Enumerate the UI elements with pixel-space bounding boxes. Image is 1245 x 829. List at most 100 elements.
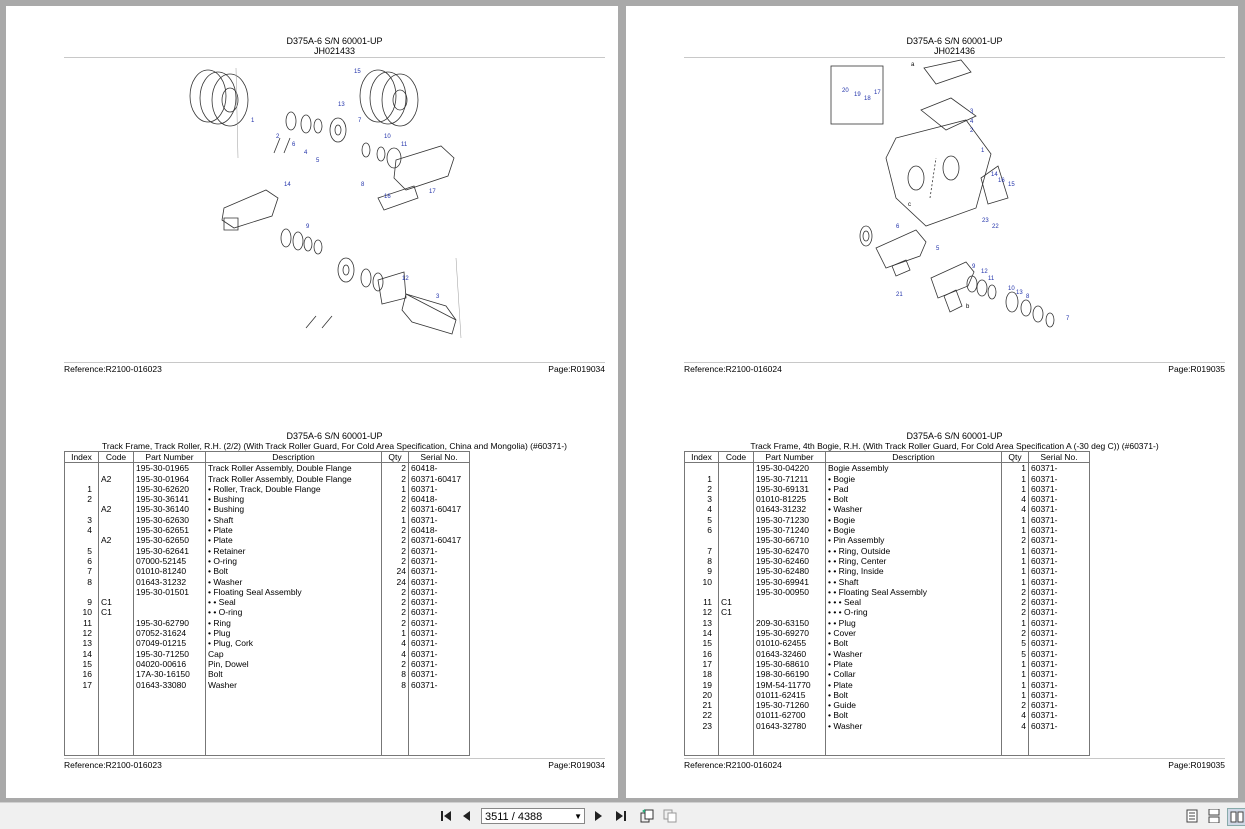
cell-part-number: 195-30-62470	[753, 545, 826, 556]
cell-index: 23	[684, 720, 719, 732]
cell-serial-no: 60371-	[1028, 669, 1090, 680]
cell-index: 11	[64, 617, 99, 629]
cell-qty: 1	[1001, 617, 1029, 629]
first-page-icon[interactable]	[438, 808, 454, 824]
cell-part-number: 07049-01215	[133, 638, 206, 649]
cell-code	[98, 483, 134, 495]
callout-a: a	[911, 62, 915, 68]
cell-qty: 2	[381, 555, 409, 567]
cell-index: 9	[684, 566, 719, 577]
cell-description: Washer	[205, 679, 382, 690]
prev-page-icon[interactable]	[459, 808, 473, 824]
cell-part-number: 01643-32460	[753, 648, 826, 659]
cell-serial-no: 60371-	[1028, 494, 1090, 505]
cell-serial-no: 60371-	[1028, 462, 1090, 474]
header-rule	[684, 57, 1225, 58]
cell-code	[718, 545, 754, 556]
cell-part-number: 195-30-01964	[133, 473, 206, 484]
cell-index	[64, 586, 99, 598]
cell-part-number	[133, 597, 206, 608]
cell-qty: 4	[1001, 494, 1029, 505]
cell-empty	[133, 689, 206, 757]
cell-qty: 5	[1001, 638, 1029, 649]
continuous-icon[interactable]	[1206, 808, 1222, 824]
cell-index: 3	[64, 514, 99, 526]
callout-12: 12	[402, 276, 409, 282]
two-page-icon[interactable]	[1227, 808, 1245, 826]
cell-serial-no: 60371-	[1028, 648, 1090, 659]
cell-index: 12	[64, 628, 99, 639]
cell-code	[718, 566, 754, 577]
cell-qty: 1	[381, 628, 409, 639]
callout-2: 2	[276, 134, 280, 140]
column-header-serial-no: Serial No.	[408, 450, 470, 464]
cell-serial-no: 60371-	[1028, 576, 1090, 587]
cell-qty: 1	[1001, 679, 1029, 690]
cell-description: • Plug, Cork	[205, 638, 382, 649]
cell-description: • Pad	[825, 483, 1002, 495]
cell-part-number: 01643-31232	[753, 504, 826, 515]
cell-index: 20	[684, 689, 719, 701]
column-header-code: Code	[718, 450, 754, 464]
cell-serial-no: 60371-	[408, 607, 470, 618]
cell-index: 18	[684, 669, 719, 680]
cell-empty	[64, 689, 99, 757]
cell-serial-no: 60371-	[408, 628, 470, 639]
copy-icon[interactable]	[661, 808, 679, 824]
cell-code	[98, 545, 134, 556]
callout-7: 7	[1066, 316, 1070, 322]
cell-code: A2	[98, 504, 134, 515]
cell-code	[98, 638, 134, 649]
cell-serial-no: 60371-	[1028, 473, 1090, 484]
cell-code	[718, 483, 754, 495]
cell-description: • • Ring, Inside	[825, 566, 1002, 577]
callout-17: 17	[429, 189, 436, 195]
cell-index: 14	[64, 648, 99, 659]
reference-label: Reference:R2100-016024	[684, 760, 782, 770]
callout-8: 8	[1026, 294, 1030, 300]
callout-23: 23	[982, 218, 989, 224]
cell-code	[98, 525, 134, 536]
callout-11: 11	[988, 276, 995, 282]
next-page-icon[interactable]	[592, 808, 606, 824]
cell-code	[718, 494, 754, 505]
page-label: Page:R019034	[548, 364, 605, 374]
cell-qty: 1	[381, 514, 409, 526]
cell-qty: 8	[381, 669, 409, 680]
column-header-code: Code	[98, 450, 134, 464]
cell-index: 16	[64, 669, 99, 680]
callout-10: 10	[1008, 286, 1015, 292]
cell-index	[64, 504, 99, 515]
last-page-icon[interactable]	[613, 808, 629, 824]
cell-qty: 1	[381, 483, 409, 495]
cell-part-number: 04020-00616	[133, 658, 206, 670]
cell-index: 14	[684, 628, 719, 639]
cell-description: • Retainer	[205, 545, 382, 556]
callout-10: 10	[384, 134, 391, 140]
single-page-icon[interactable]	[1184, 808, 1200, 824]
rotate-icon[interactable]	[638, 808, 656, 824]
cell-part-number: 195-30-71250	[133, 648, 206, 659]
page-number-select[interactable]: 3511 / 4388 ▼	[481, 808, 585, 824]
document-page-right: D375A-6 S/N 60001-UP JH021436 1 2 3 4	[626, 6, 1238, 798]
cell-description: • Bolt	[205, 566, 382, 577]
cell-code: C1	[718, 597, 754, 608]
cell-qty: 2	[381, 504, 409, 515]
cell-part-number: 195-30-71260	[753, 700, 826, 711]
cell-code	[98, 679, 134, 690]
cell-serial-no: 60371-60417	[408, 504, 470, 515]
callout-3: 3	[970, 109, 974, 115]
cell-part-number: 195-30-01501	[133, 586, 206, 598]
